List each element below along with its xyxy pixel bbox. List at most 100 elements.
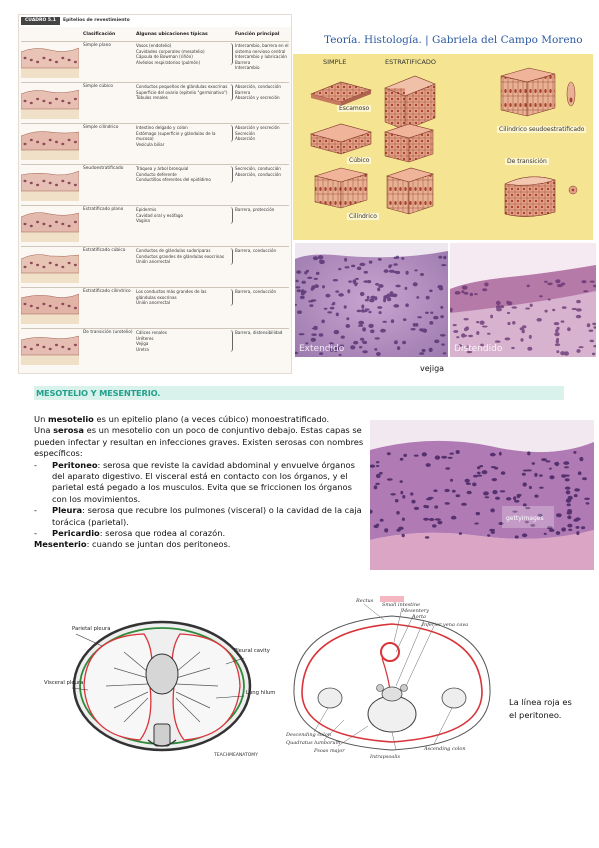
table-brace: [227, 43, 233, 65]
location-line: Túbulos renales: [136, 95, 168, 100]
term-serosa: serosa: [53, 425, 84, 436]
label-visceral-pleura: Visceral pleura: [44, 680, 83, 686]
term-mesotelio: mesotelio: [47, 414, 94, 424]
table-classification: Estratificado cilíndrico: [83, 289, 131, 294]
abdomen-peritoneum-diagram: Rectus Small intestine Mesentery Aorta I…: [284, 594, 502, 760]
table-row: Simple plano Vasos (endotelio)Cavidades c…: [19, 41, 291, 82]
location-line: Conducto deferente: [136, 171, 177, 177]
function-line: Barrera: [235, 59, 251, 65]
table-classification: Seudoestratificado: [83, 166, 124, 171]
table-classification: De transición (urotelio): [83, 330, 133, 335]
location-line: glándulas exocrinas: [136, 294, 177, 300]
table-classification: Estratificado plano: [83, 207, 124, 212]
function-line: Secreción, conducción: [235, 166, 281, 171]
table-brace: [227, 125, 233, 142]
list-item-pericardio: -Pericardio: serosa que rodea al corazón…: [34, 528, 226, 539]
table-brace: [227, 289, 233, 306]
table-function: Barrera, distensibilidad: [235, 330, 289, 336]
section-heading: MESOTELIO Y MESENTERIO.: [36, 388, 161, 398]
function-line: Barrera, conducción: [235, 289, 277, 294]
table-header-strip: CUADRO 5.1 Epitelios de revestimiento: [19, 15, 291, 27]
location-line: Uréteres: [136, 335, 154, 341]
epithelium-illustration: [21, 47, 79, 78]
location-line: Estómago (superficie y glándulas de la m…: [136, 130, 216, 142]
location-line: Cavidad oral y esófago: [136, 212, 184, 218]
thorax-pleura-diagram: Parietal pleura Visceral pleura Pleural …: [44, 612, 280, 760]
term-pericardio: Pericardio: [52, 528, 100, 539]
label-lung-hilum: Lung hilum: [246, 690, 275, 696]
function-line: Absorción y secreción: [235, 125, 280, 130]
location-line: Epidermis: [136, 207, 157, 212]
col-head-classification: Clasificación: [83, 32, 116, 37]
label-transitional: De transición: [505, 158, 549, 165]
label-pseudostratified: Cilíndrico seudoestratificado: [497, 126, 587, 133]
table-title: Epitelios de revestimiento: [63, 18, 130, 23]
peritoneum-note: La línea roja es el peritoneo.: [509, 697, 572, 720]
function-line: Absorción: [235, 136, 256, 141]
location-line: Conductos grandes de glándulas exocrinas: [136, 253, 224, 259]
table-locations: Vasos (endotelio)Cavidades corporales (m…: [136, 43, 228, 65]
location-line: Unión anorrectal: [136, 300, 170, 305]
bladder-micrograph-extended: Extendido: [292, 243, 448, 357]
location-line: Alvéolos respiratorios (pulmón): [136, 59, 201, 65]
table-row: Seudoestratificado Tráquea y árbol bronqu…: [19, 164, 291, 205]
function-line: Absorción, conducción: [235, 84, 282, 89]
simple-squamous-drawing: [310, 81, 372, 106]
location-line: Cápsula de Bowman (riñón): [136, 54, 193, 59]
label-rectus: Rectus: [355, 598, 374, 604]
function-line: Intercambio: [235, 65, 260, 70]
col-head-function: Función principal: [235, 32, 280, 37]
table-brace: [227, 248, 233, 265]
table-function: Barrera, conducción: [235, 248, 289, 254]
function-line: Secreción: [235, 130, 255, 136]
table-classification: Simple cilíndrico: [83, 125, 119, 130]
thorax-watermark: TEACHMEANATOMY: [213, 752, 258, 758]
function-line: Barrera, distensibilidad: [235, 330, 283, 335]
col-head-locations: Algunas ubicaciones típicas: [136, 32, 208, 37]
location-line: Vejiga: [136, 341, 149, 346]
label-aorta: Aorta: [411, 614, 426, 620]
table-brace: [227, 166, 233, 183]
function-line: Intercambio, barrera en el: [235, 43, 289, 48]
label-pleural-cavity: Pleural cavity: [234, 648, 270, 654]
label-descending-colon: Descending colon: [285, 732, 331, 738]
location-line: Conductos pequeños de glándulas exocrina…: [136, 84, 228, 89]
function-line: Intercambio y lubricación: [235, 54, 287, 59]
location-line: Vagina: [136, 218, 150, 223]
body-text: Un mesotelio es un epitelio plano (a vec…: [34, 414, 364, 551]
table-function: Barrera, protección: [235, 207, 289, 213]
epithelium-illustration: [21, 293, 79, 324]
table-classification: Simple plano: [83, 43, 111, 48]
label-simple: SIMPLE: [323, 58, 347, 66]
table-badge: CUADRO 5.1: [21, 17, 60, 25]
paragraph-mesenterio: Mesenterio: cuando se juntan dos periton…: [34, 539, 231, 550]
label-intrapsoalis: Intrapsoalis: [369, 754, 401, 760]
label-parietal-pleura: Parietal pleura: [72, 626, 110, 632]
function-line: Absorción, conducción: [235, 171, 282, 177]
table-classification: Estratificado cúbico: [83, 248, 126, 253]
micrograph-caption: vejiga: [420, 364, 445, 373]
epithelia-types-figure: SIMPLE ESTRATIFICADO Escamoso Cúbico Cil…: [293, 54, 593, 240]
label-cuboidal: Cúbico: [347, 157, 372, 164]
epithelium-illustration: [21, 254, 79, 283]
label-inferior-vena-cava: Inferior vena cava: [421, 622, 468, 628]
list-item-pleura: -Pleura: serosa que recubre los pulmones…: [34, 505, 362, 527]
paragraph-mesotelio: Un mesotelio es un epitelio plano (a vec…: [34, 414, 330, 424]
table-brace: [227, 330, 233, 352]
function-line: Barrera, conducción: [235, 248, 277, 253]
location-line: Vesícula biliar: [136, 141, 165, 147]
bladder-micrograph-distended: Distendido: [449, 243, 598, 357]
function-line: Barrera: [235, 89, 251, 95]
location-line: Conductos de glándulas sudoríparas: [136, 248, 211, 253]
location-line: Superficie del ovario (epitelio "germina…: [136, 89, 228, 95]
stratified-cuboidal-drawing: [383, 123, 435, 163]
